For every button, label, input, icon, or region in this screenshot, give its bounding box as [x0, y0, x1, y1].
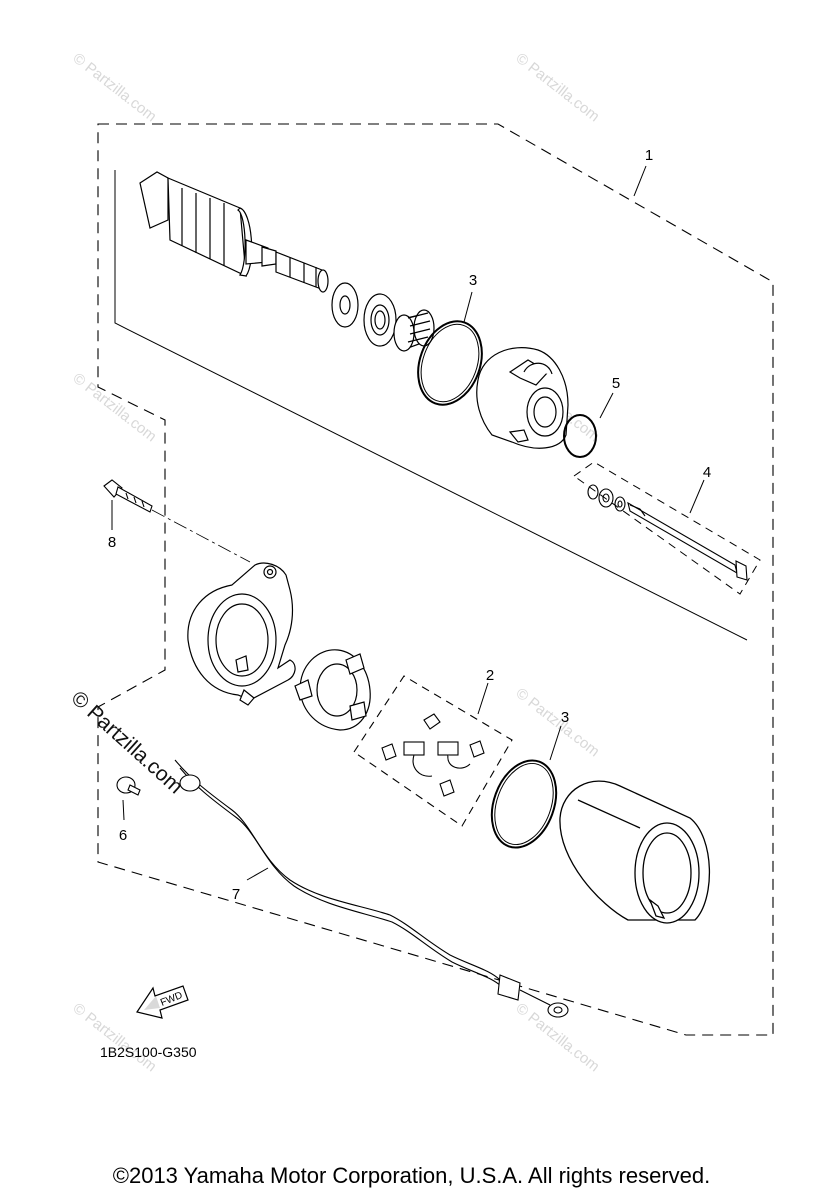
- o-ring-5: [563, 414, 597, 458]
- front-cover: [476, 347, 569, 449]
- callout-3-upper: 3: [469, 272, 477, 289]
- assembly-boundary: [97, 123, 774, 1036]
- watermark: © Partzilla.com: [70, 50, 160, 126]
- copyright-notice: ©2013 Yamaha Motor Corporation, U.S.A. A…: [112, 1163, 711, 1188]
- watermark: © Partzilla.com: [513, 685, 603, 761]
- o-ring-lower: [490, 759, 558, 849]
- bolt-set-dashed-box: [573, 461, 761, 595]
- o-ring-upper-inner: [420, 323, 480, 403]
- yoke: [559, 780, 711, 924]
- fwd-arrow: FWD: [136, 985, 189, 1019]
- sub-assembly-frame: [114, 170, 748, 641]
- lead-wire: [174, 759, 569, 1018]
- callout-leaders: [111, 165, 705, 881]
- callout-labels: 1 2 3 3 4 5 6 7 8: [108, 147, 711, 903]
- through-bolt-set: [587, 484, 748, 581]
- brush-kit: [353, 675, 513, 827]
- brush-holder-plate: [294, 649, 371, 731]
- rear-cover: [187, 562, 296, 706]
- callout-1: 1: [645, 147, 653, 164]
- callout-3-lower: 3: [561, 709, 569, 726]
- callout-8: 8: [108, 534, 116, 551]
- watermark: © Partzilla.com: [70, 370, 160, 446]
- o-ring-upper: [417, 320, 483, 406]
- callout-6: 6: [119, 827, 127, 844]
- watermark: © Partzilla.com: [513, 50, 603, 126]
- callout-7: 7: [232, 886, 240, 903]
- screw-8-axis: [151, 509, 251, 563]
- callout-2: 2: [486, 667, 494, 684]
- callout-5: 5: [612, 375, 620, 392]
- figure-code: 1B2S100-G350: [100, 1044, 197, 1060]
- o-ring-lower-inner: [494, 762, 554, 846]
- screw-6: [116, 776, 141, 796]
- callout-4: 4: [703, 464, 711, 481]
- armature: [139, 171, 329, 293]
- screw-8: [103, 479, 153, 513]
- bearing-stack: [331, 282, 435, 352]
